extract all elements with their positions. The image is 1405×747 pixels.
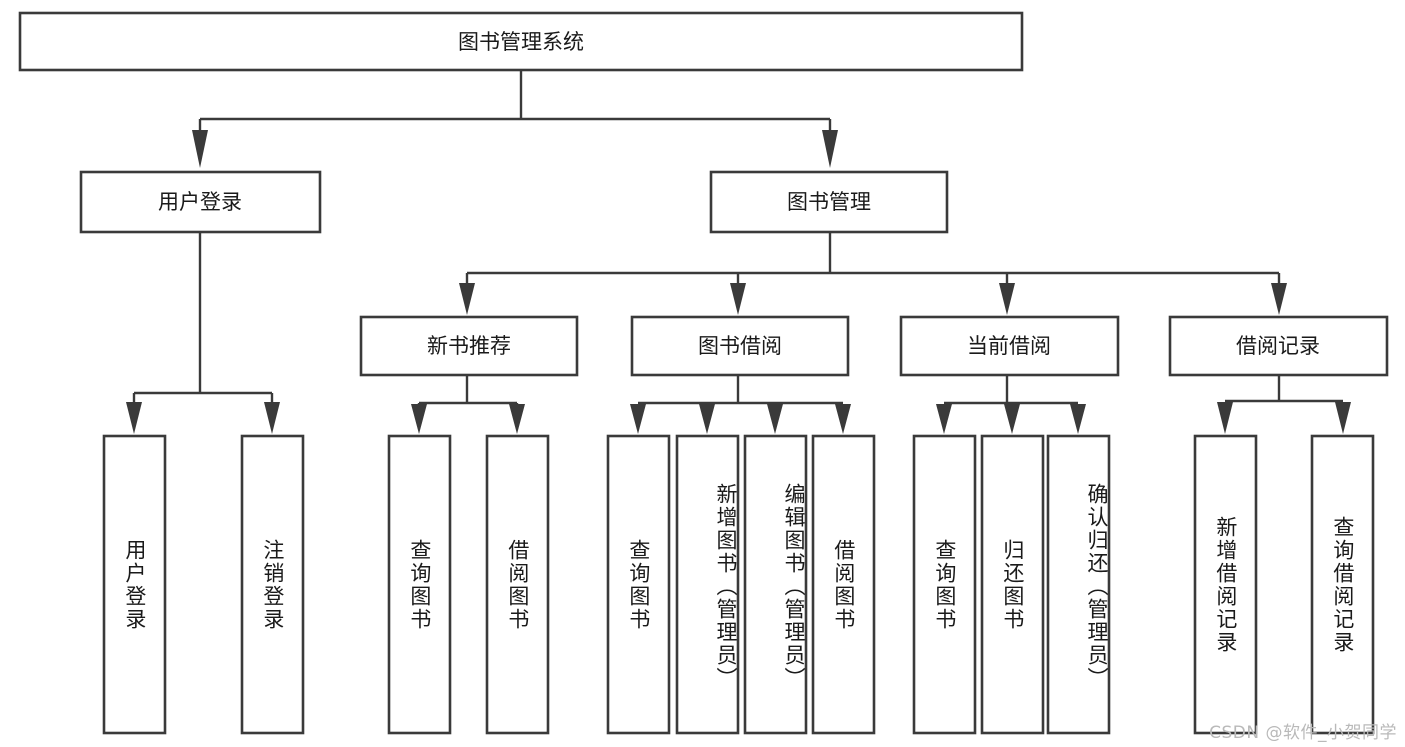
arrow-to-borrow-record <box>1271 283 1287 315</box>
connector-group-user-login <box>126 232 280 434</box>
connector-group-root <box>192 70 838 168</box>
leaf-box-add-book[interactable] <box>675 434 740 735</box>
node-book-borrow-label: 图书借阅 <box>698 334 782 358</box>
arrow-to-leaf-logout <box>264 402 280 434</box>
node-book-manage[interactable]: 图书管理 <box>709 170 949 234</box>
node-current-borrow-label: 当前借阅 <box>967 334 1051 358</box>
arrow-to-leaf-query-book-b <box>630 404 646 434</box>
node-book-borrow-box[interactable] <box>630 315 850 377</box>
arrow-to-book-manage <box>822 130 838 168</box>
arrow-to-leaf-query-book-a <box>411 404 427 434</box>
arrow-to-leaf-edit-book <box>767 404 783 434</box>
arrow-to-user-login <box>192 130 208 168</box>
arrow-to-leaf-query-book-c <box>936 404 952 434</box>
arrow-to-leaf-add-record <box>1217 402 1233 434</box>
csdn-watermark: CSDN @软件_小贺同学 <box>1209 723 1397 743</box>
leaf-box-query-borrow-record[interactable] <box>1310 434 1375 735</box>
node-book-borrow[interactable]: 图书借阅 <box>630 315 850 377</box>
connector-group-new-book-rec <box>411 375 525 434</box>
connector-group-book-manage <box>459 232 1287 315</box>
node-root-label: 图书管理系统 <box>458 30 584 54</box>
arrow-to-leaf-return-book <box>1004 404 1020 434</box>
leaf-box-add-borrow-record[interactable] <box>1193 434 1258 735</box>
node-current-borrow[interactable]: 当前借阅 <box>899 315 1120 377</box>
leaf-box-borrow-book-a[interactable] <box>485 434 550 735</box>
leaf-box-query-book-c[interactable] <box>912 434 977 735</box>
node-borrow-record-label: 借阅记录 <box>1236 334 1320 358</box>
leaf-box-borrow-book-b[interactable] <box>811 434 876 735</box>
leaf-box-logout[interactable] <box>240 434 305 735</box>
node-borrow-record[interactable]: 借阅记录 <box>1168 315 1389 377</box>
arrow-to-new-book-rec <box>459 283 475 315</box>
connector-group-book-borrow <box>630 375 851 434</box>
leaf-box-edit-book[interactable] <box>743 434 808 735</box>
node-book-manage-label: 图书管理 <box>787 190 871 214</box>
node-book-manage-box[interactable] <box>709 170 949 234</box>
arrow-to-leaf-add-book <box>699 404 715 434</box>
node-user-login-label: 用户登录 <box>158 190 242 214</box>
leaf-box-query-book-a[interactable] <box>387 434 452 735</box>
node-root[interactable]: 图书管理系统 <box>18 11 1024 72</box>
arrow-to-leaf-query-record <box>1335 402 1351 434</box>
node-user-login-box[interactable] <box>79 170 322 234</box>
node-current-borrow-box[interactable] <box>899 315 1120 377</box>
leaf-box-query-book-b[interactable] <box>606 434 671 735</box>
node-new-book-recommend-box[interactable] <box>359 315 579 377</box>
arrow-to-leaf-borrow-book-b <box>835 404 851 434</box>
leaf-box-confirm-return[interactable] <box>1046 434 1111 735</box>
leaf-box-user-login[interactable] <box>102 434 167 735</box>
arrow-to-leaf-user-login <box>126 402 142 434</box>
node-new-book-recommend[interactable]: 新书推荐 <box>359 315 579 377</box>
arrow-to-leaf-confirm-return <box>1070 404 1086 434</box>
node-user-login[interactable]: 用户登录 <box>79 170 322 234</box>
connector-group-current-borrow <box>936 375 1086 434</box>
arrow-to-leaf-borrow-book-a <box>509 404 525 434</box>
node-borrow-record-box[interactable] <box>1168 315 1389 377</box>
connector-group-borrow-record <box>1217 375 1351 434</box>
arrow-to-current-borrow <box>999 283 1015 315</box>
leaf-box-return-book[interactable] <box>980 434 1045 735</box>
node-root-box[interactable] <box>18 11 1024 72</box>
arrow-to-book-borrow <box>730 283 746 315</box>
node-new-book-recommend-label: 新书推荐 <box>427 334 511 358</box>
